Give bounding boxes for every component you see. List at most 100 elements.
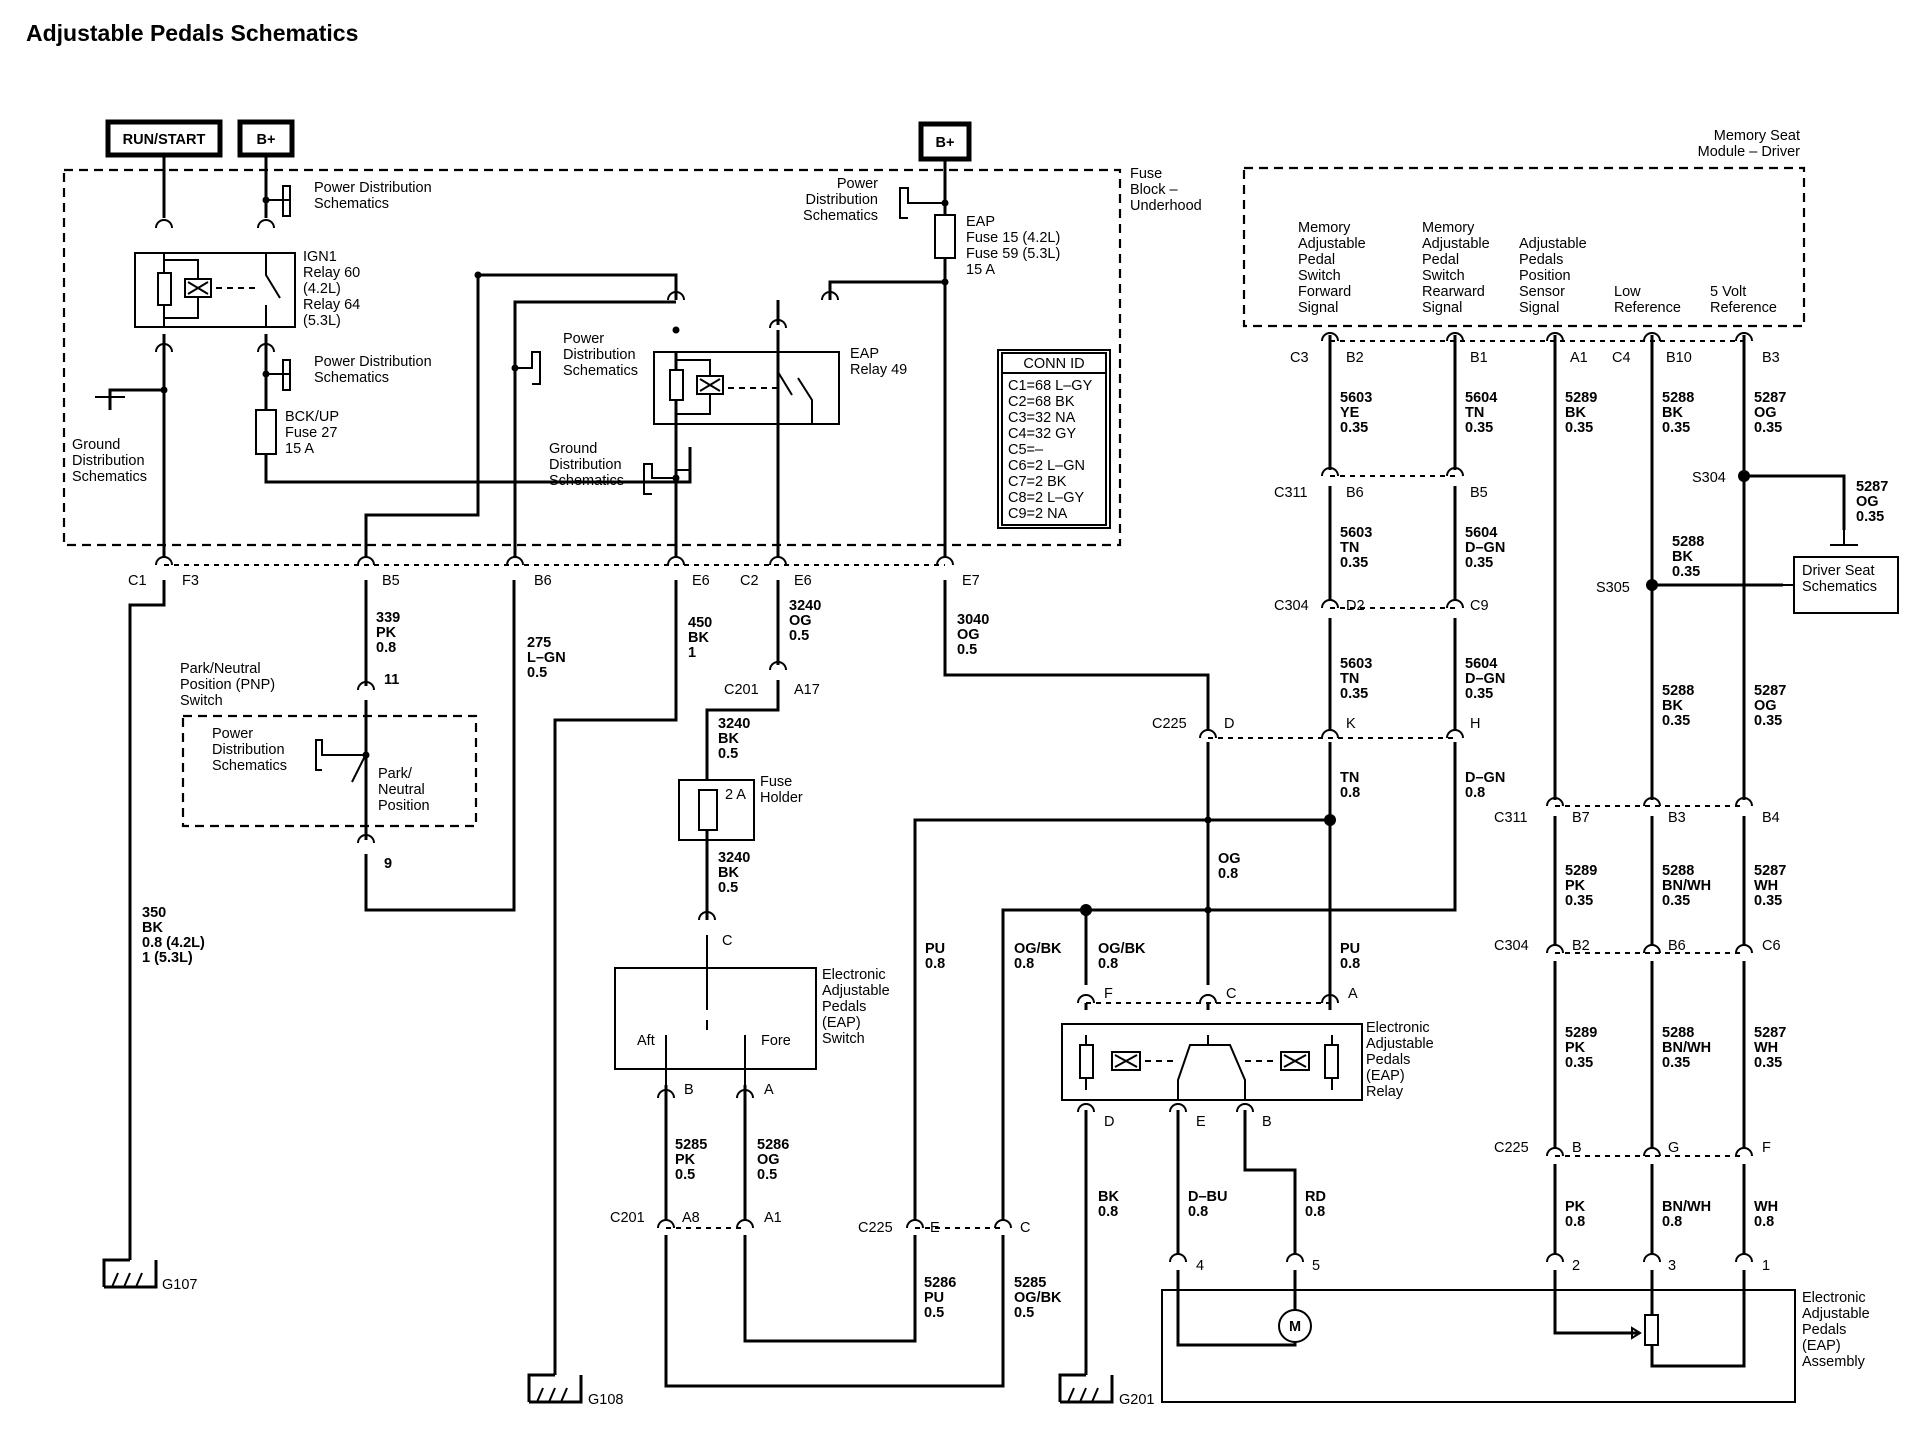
svg-text:C2: C2 — [740, 573, 759, 589]
connector-dashes — [164, 340, 1744, 1229]
svg-text:C3: C3 — [1290, 350, 1309, 366]
bplus-right-label: B+ — [936, 135, 955, 151]
eap-relay-49 — [653, 351, 840, 425]
fuse-holder-rating: 2 A — [725, 787, 746, 803]
driver-seat-bracket — [1783, 530, 1858, 586]
svg-text:F3: F3 — [182, 573, 199, 589]
svg-text:PU0.8: PU0.8 — [1340, 941, 1360, 972]
conn-id-header: CONN ID — [1023, 356, 1084, 372]
gds2-bracket — [643, 463, 676, 495]
svg-text:C1: C1 — [128, 573, 147, 589]
svg-text:B3: B3 — [1668, 810, 1686, 826]
svg-text:B10: B10 — [1666, 350, 1692, 366]
svg-text:C225: C225 — [1494, 1140, 1529, 1156]
ground-g108-label: G108 — [588, 1392, 623, 1408]
svg-text:E7: E7 — [962, 573, 980, 589]
eap-switch-aft: Aft — [637, 1033, 655, 1049]
svg-text:C201: C201 — [610, 1210, 645, 1226]
svg-text:B5: B5 — [1470, 485, 1488, 501]
wires — [108, 155, 1846, 1388]
splice-s304-label: S304 — [1692, 470, 1726, 486]
fuse-block-boundary — [62, 168, 1122, 547]
page-title: Adjustable Pedals Schematics — [26, 20, 359, 46]
svg-text:A: A — [1348, 986, 1358, 1002]
svg-text:OG0.8: OG0.8 — [1218, 851, 1241, 882]
eap-fuse — [934, 214, 956, 259]
svg-text:TN0.8: TN0.8 — [1340, 770, 1360, 801]
eap-switch — [614, 935, 817, 1085]
pnp-pin-9: 9 — [384, 856, 392, 872]
svg-text:C225: C225 — [1152, 716, 1187, 732]
svg-text:PU0.8: PU0.8 — [925, 941, 945, 972]
svg-text:A8: A8 — [682, 1210, 700, 1226]
svg-text:B1: B1 — [1470, 350, 1488, 366]
fuse-holder — [678, 779, 755, 841]
pds5-bracket — [315, 739, 366, 771]
svg-text:D–BU0.8: D–BU0.8 — [1188, 1189, 1227, 1220]
svg-text:C201: C201 — [724, 682, 759, 698]
svg-text:E: E — [930, 1220, 940, 1236]
svg-text:3: 3 — [1668, 1258, 1676, 1274]
bckup-fuse — [255, 409, 277, 455]
svg-text:D: D — [1224, 716, 1234, 732]
svg-text:E: E — [1196, 1114, 1206, 1130]
svg-text:B3: B3 — [1762, 350, 1780, 366]
pnp-switch-blade — [351, 753, 367, 783]
pnp-switch-boundary — [181, 714, 478, 828]
svg-text:1: 1 — [1762, 1258, 1770, 1274]
svg-text:C4: C4 — [1612, 350, 1631, 366]
svg-text:D: D — [1104, 1114, 1114, 1130]
ground-g108-icon — [527, 1373, 583, 1404]
splice-s305-label: S305 — [1596, 580, 1630, 596]
sensor-arrow-icon — [1631, 1326, 1642, 1340]
svg-text:2: 2 — [1572, 1258, 1580, 1274]
svg-text:B2: B2 — [1572, 938, 1590, 954]
svg-text:4: 4 — [1196, 1258, 1204, 1274]
pnp-pin-11: 11 — [384, 672, 399, 688]
svg-text:PK0.8: PK0.8 — [1565, 1199, 1586, 1230]
memory-seat-module-boundary — [1242, 166, 1806, 328]
svg-text:F: F — [1104, 986, 1113, 1002]
svg-text:B6: B6 — [1668, 938, 1686, 954]
ground-g107-icon — [102, 1258, 158, 1289]
svg-text:B7: B7 — [1572, 810, 1590, 826]
eap-switch-fore: Fore — [761, 1033, 791, 1049]
ground-g107-label: G107 — [162, 1277, 197, 1293]
